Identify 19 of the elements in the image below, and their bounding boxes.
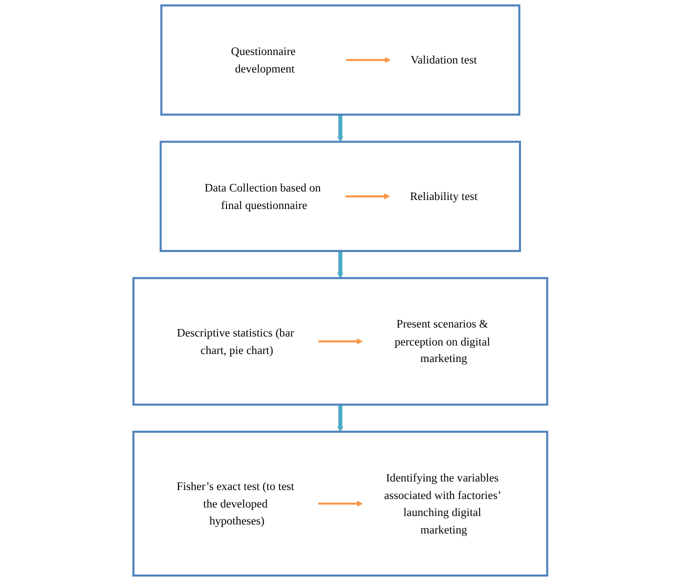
cluster <box>132 277 548 406</box>
node-text: Descriptive statistics (bar chart, pie chart) <box>176 326 294 356</box>
arrow <box>318 500 362 507</box>
node-text: Validation test <box>410 53 477 66</box>
node-text: Present scenarios & perception on digital marketing <box>394 317 490 365</box>
arrow <box>346 57 390 64</box>
arrow <box>318 338 362 344</box>
node-text: Data Collection based on final questionnaire <box>204 181 320 212</box>
cluster <box>159 140 521 252</box>
cluster <box>132 430 548 577</box>
arrow <box>337 114 343 142</box>
arrow <box>337 250 343 278</box>
node-text: Reliability test <box>410 190 478 203</box>
node-text: Fisher’s exact test (to test the developed hypotheses) <box>176 480 294 528</box>
node-text: Questionnaire development <box>230 44 296 75</box>
cluster <box>160 4 520 116</box>
arrow <box>337 404 343 432</box>
arrow <box>345 193 390 200</box>
node-text: Identifying the variables associated with factories’ launching digital marketing <box>384 471 500 536</box>
